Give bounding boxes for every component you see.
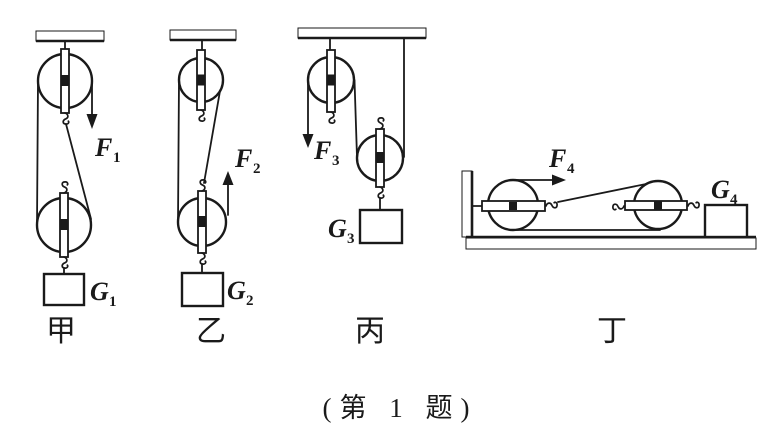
weight-block-g3 (358, 208, 404, 245)
weight-block-g1 (42, 272, 86, 307)
system-label-bing: 丙 (355, 315, 385, 348)
pulley-system-yi: F 2 G 2 乙 (169, 29, 261, 348)
weight-label-g2: G (227, 276, 246, 305)
force-arrowhead-down-icon (302, 134, 314, 148)
rope-left-segment (36, 80, 39, 226)
system-label-ding: 丁 (597, 315, 627, 348)
force-label-f4: F (548, 144, 566, 173)
weight-block-g4 (703, 203, 749, 239)
pulley-axle (61, 75, 69, 86)
pulley-axle (654, 201, 662, 210)
rope-anchor-segment (65, 123, 92, 220)
weight-label-g2-subscript: 2 (246, 293, 254, 309)
pulley-system-ding: F 4 G 4 丁 (461, 144, 757, 348)
pulley-axle (60, 219, 68, 230)
pulley-system-bing: F 3 G 3 丙 (297, 27, 427, 348)
weight-label-g1: G (90, 277, 109, 306)
rope-anchor-segment (557, 182, 652, 203)
force-label-f3-subscript: 3 (332, 153, 340, 169)
weight-label-g4: G (711, 175, 730, 204)
system-label-yi: 乙 (196, 315, 226, 348)
weight-label-g1-subscript: 1 (109, 294, 117, 310)
weight-block-g2 (180, 271, 225, 308)
rope-left-segment (177, 79, 180, 223)
force-arrowhead-right-icon (552, 174, 566, 186)
force-arrowhead-up-icon (222, 171, 234, 185)
pulley-axle (198, 216, 206, 227)
pulley-axle (197, 74, 205, 86)
force-label-f2-subscript: 2 (253, 161, 261, 177)
force-label-f1: F (94, 133, 112, 162)
force-label-f4-subscript: 4 (567, 161, 575, 177)
ground-hatch (465, 237, 757, 250)
system-label-jia: 甲 (46, 315, 76, 348)
rope-middle-segment (353, 79, 358, 158)
pulley-axle (376, 152, 384, 163)
pulley-axle (509, 202, 517, 210)
weight-label-g3-subscript: 3 (347, 231, 355, 247)
force-label-f2: F (234, 144, 252, 173)
pulley-system-jia: F 1 G 1 甲 (35, 30, 121, 348)
pulley-axle (327, 74, 335, 86)
rope-anchor-segment (203, 90, 221, 184)
figure-caption: (第 1 题) (323, 393, 478, 423)
force-label-f1-subscript: 1 (113, 150, 121, 166)
force-label-f3: F (313, 136, 331, 165)
force-arrowhead-down-icon (86, 114, 98, 129)
weight-label-g4-subscript: 4 (730, 192, 738, 208)
weight-label-g3: G (328, 214, 347, 243)
